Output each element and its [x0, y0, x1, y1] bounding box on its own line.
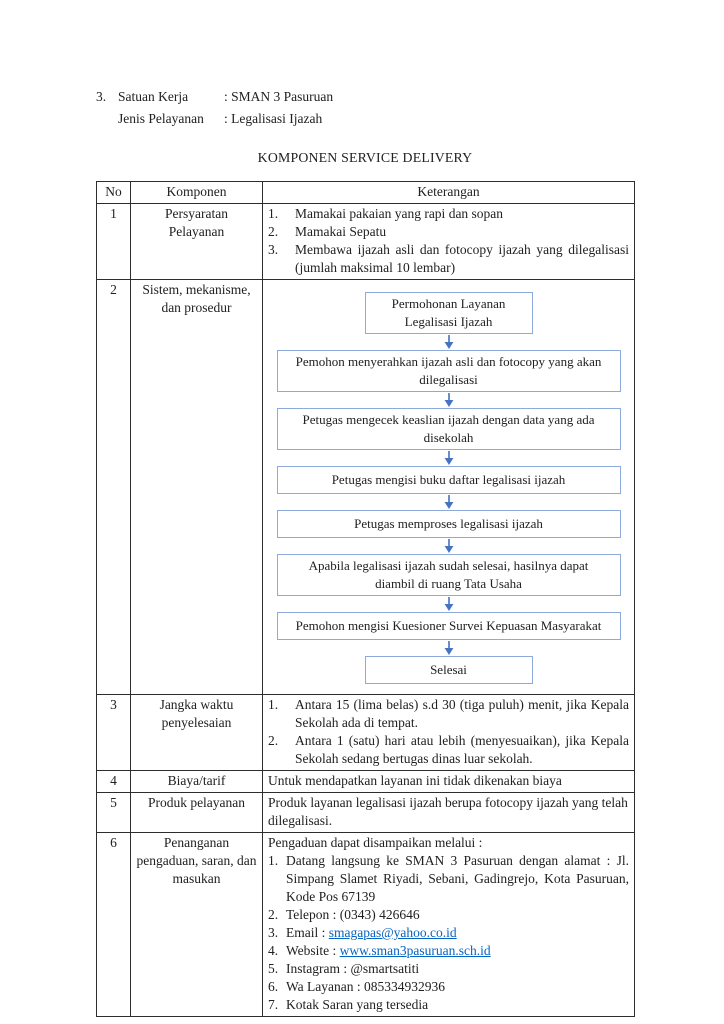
column-header-komponen: Komponen [130, 181, 263, 204]
list-item: 1. Mamakai pakaian yang rapi dan sopan [268, 205, 629, 223]
service-delivery-table: No Komponen Keterangan 1 Persyaratan Pel… [96, 181, 635, 1017]
list-number: 2. [268, 907, 279, 922]
table-row: 1 Persyaratan Pelayanan 1. Mamakai pakai… [96, 203, 635, 280]
keterangan-cell: 1. Mamakai pakaian yang rapi dan sopan 2… [262, 203, 635, 280]
page-title: KOMPONEN SERVICE DELIVERY [257, 150, 473, 165]
table-row: 5 Produk pelayanan Produk layanan legali… [96, 792, 635, 833]
link-prefix: Website : [286, 943, 340, 958]
complaints-intro: Pengaduan dapat disampaikan melalui : [268, 835, 483, 850]
flow-arrow-icon [443, 393, 455, 408]
list-number: 6. [268, 979, 279, 994]
document-header: 3. Satuan Kerja : SMAN 3 Pasuruan Jenis … [96, 86, 634, 130]
keterangan-cell: Untuk mendapatkan layanan ini tidak dike… [262, 770, 635, 793]
column-header-no: No [96, 181, 131, 204]
field-label: Satuan Kerja [118, 89, 189, 104]
column-header-keterangan: Keterangan [262, 181, 635, 204]
flow-arrow-icon [443, 335, 455, 350]
list-text: Membawa ijazah asli dan fotocopy ijazah … [295, 242, 629, 275]
list-item: 2. Mamakai Sepatu [268, 223, 629, 241]
flow-step: Petugas mengisi buku daftar legalisasi i… [276, 466, 621, 494]
flow-arrow-icon [443, 495, 455, 510]
list-item: 5. Instagram : @smartsatiti [268, 960, 629, 978]
list-item: 6. Wa Layanan : 085334932936 [268, 978, 629, 996]
list-number: 2. [268, 224, 279, 239]
header-item-number: 3. [96, 89, 107, 104]
flow-arrow-icon [443, 451, 455, 466]
row-number: 4 [96, 770, 131, 793]
row-number: 2 [96, 279, 131, 695]
website-link[interactable]: www.sman3pasuruan.sch.id [339, 943, 491, 958]
list-number: 4. [268, 943, 279, 958]
komponen-cell: Produk pelayanan [130, 792, 263, 833]
flow-arrow-icon [443, 539, 455, 554]
list-item: 4. Website : www.sman3pasuruan.sch.id [268, 942, 629, 960]
field-value: : Legalisasi Ijazah [224, 111, 323, 126]
list-text: Mamakai pakaian yang rapi dan sopan [295, 206, 504, 221]
row-number: 6 [96, 832, 131, 1017]
flow-step: Petugas mengecek keaslian ijazah dengan … [276, 408, 621, 450]
list-text: Telepon : (0343) 426646 [286, 907, 420, 922]
list-item: 3. Email : smagapas@yahoo.co.id [268, 924, 629, 942]
list-item: 1. Antara 15 (lima belas) s.d 30 (tiga p… [268, 696, 629, 732]
komponen-cell: Sistem, mekanisme, dan prosedur [130, 279, 263, 695]
list-text: Datang langsung ke SMAN 3 Pasuruan denga… [286, 853, 629, 904]
list-item: 2. Telepon : (0343) 426646 [268, 906, 629, 924]
email-link[interactable]: smagapas@yahoo.co.id [328, 925, 457, 940]
flow-step: Petugas memproses legalisasi ijazah [276, 510, 621, 538]
komponen-cell: Biaya/tarif [130, 770, 263, 793]
field-label: Jenis Pelayanan [118, 111, 204, 126]
procedure-flowchart: Permohonan Layanan Legalisasi Ijazah Pem… [268, 281, 629, 692]
flow-step: Pemohon mengisi Kuesioner Survei Kepuasa… [276, 612, 621, 640]
keterangan-cell: Produk layanan legalisasi ijazah berupa … [262, 792, 635, 833]
list-text: Website : www.sman3pasuruan.sch.id [286, 942, 629, 960]
flow-arrow-icon [443, 597, 455, 612]
list-text: Wa Layanan : 085334932936 [286, 979, 446, 994]
list-number: 3. [268, 242, 279, 257]
table-header-row: No Komponen Keterangan [96, 181, 635, 204]
table-row: 4 Biaya/tarif Untuk mendapatkan layanan … [96, 770, 635, 793]
list-item: 7. Kotak Saran yang tersedia [268, 996, 629, 1014]
list-number: 2. [268, 733, 279, 748]
field-jenis-pelayanan: Jenis Pelayanan : Legalisasi Ijazah [118, 108, 634, 130]
flow-step-start: Permohonan Layanan Legalisasi Ijazah [364, 292, 533, 334]
list-text: Antara 1 (satu) hari atau lebih (menyesu… [295, 733, 629, 766]
flow-step: Apabila legalisasi ijazah sudah selesai,… [276, 554, 621, 596]
field-satuan-kerja: Satuan Kerja : SMAN 3 Pasuruan [118, 86, 634, 108]
flow-step-end: Selesai [364, 656, 533, 684]
list-item: 1. Datang langsung ke SMAN 3 Pasuruan de… [268, 852, 629, 906]
table-row: 3 Jangka waktu penyelesaian 1. Antara 15… [96, 694, 635, 771]
keterangan-cell: Pengaduan dapat disampaikan melalui : 1.… [262, 832, 635, 1017]
list-text: Antara 15 (lima belas) s.d 30 (tiga pulu… [295, 697, 629, 730]
list-item: 3. Membawa ijazah asli dan fotocopy ijaz… [268, 241, 629, 277]
table-row: 6 Penanganan pengaduan, saran, dan masuk… [96, 832, 635, 1017]
flow-arrow-icon [443, 641, 455, 656]
link-prefix: Email : [286, 925, 329, 940]
row-number: 5 [96, 792, 131, 833]
list-text: Instagram : @smartsatiti [286, 961, 420, 976]
list-text: Mamakai Sepatu [295, 224, 387, 239]
komponen-cell: Persyaratan Pelayanan [130, 203, 263, 280]
document-page: 3. Satuan Kerja : SMAN 3 Pasuruan Jenis … [96, 86, 635, 1017]
list-text: Email : smagapas@yahoo.co.id [286, 924, 629, 942]
flow-step: Pemohon menyerahkan ijazah asli dan foto… [276, 350, 621, 392]
field-value: : SMAN 3 Pasuruan [224, 89, 334, 104]
list-number: 1. [268, 697, 279, 712]
keterangan-cell: 1. Antara 15 (lima belas) s.d 30 (tiga p… [262, 694, 635, 771]
keterangan-cell: Permohonan Layanan Legalisasi Ijazah Pem… [262, 279, 635, 695]
list-number: 5. [268, 961, 279, 976]
komponen-cell: Jangka waktu penyelesaian [130, 694, 263, 771]
list-text: Kotak Saran yang tersedia [286, 997, 429, 1012]
row-number: 3 [96, 694, 131, 771]
list-number: 1. [268, 853, 279, 868]
list-number: 3. [268, 925, 279, 940]
list-item: 2. Antara 1 (satu) hari atau lebih (meny… [268, 732, 629, 768]
list-number: 7. [268, 997, 279, 1012]
komponen-cell: Penanganan pengaduan, saran, dan masukan [130, 832, 263, 1017]
table-row: 2 Sistem, mekanisme, dan prosedur Permoh… [96, 279, 635, 695]
row-number: 1 [96, 203, 131, 280]
list-number: 1. [268, 206, 279, 221]
